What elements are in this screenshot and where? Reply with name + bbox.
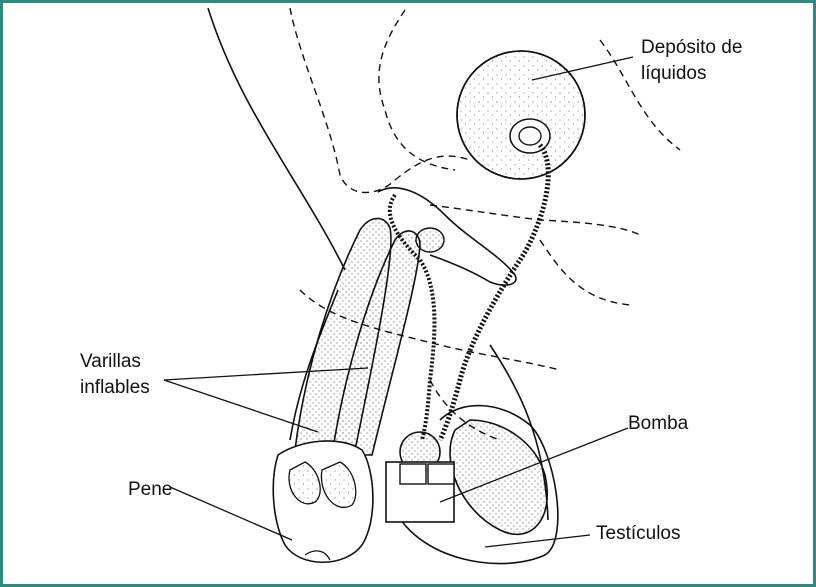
reservoir — [457, 51, 585, 179]
label-rods-line2: inflables — [80, 376, 150, 399]
label-reservoir-line2: líquidos — [641, 62, 707, 85]
label-pump: Bomba — [628, 412, 688, 435]
inflatable-rods — [295, 218, 420, 455]
penis — [273, 441, 373, 562]
label-testicles: Testículos — [596, 522, 680, 545]
label-rods-line1: Varillas — [80, 350, 141, 373]
label-reservoir-line1: Depósito de — [641, 36, 742, 59]
label-penis: Pene — [128, 478, 172, 501]
body-outline — [208, 8, 345, 270]
pump — [386, 432, 454, 522]
